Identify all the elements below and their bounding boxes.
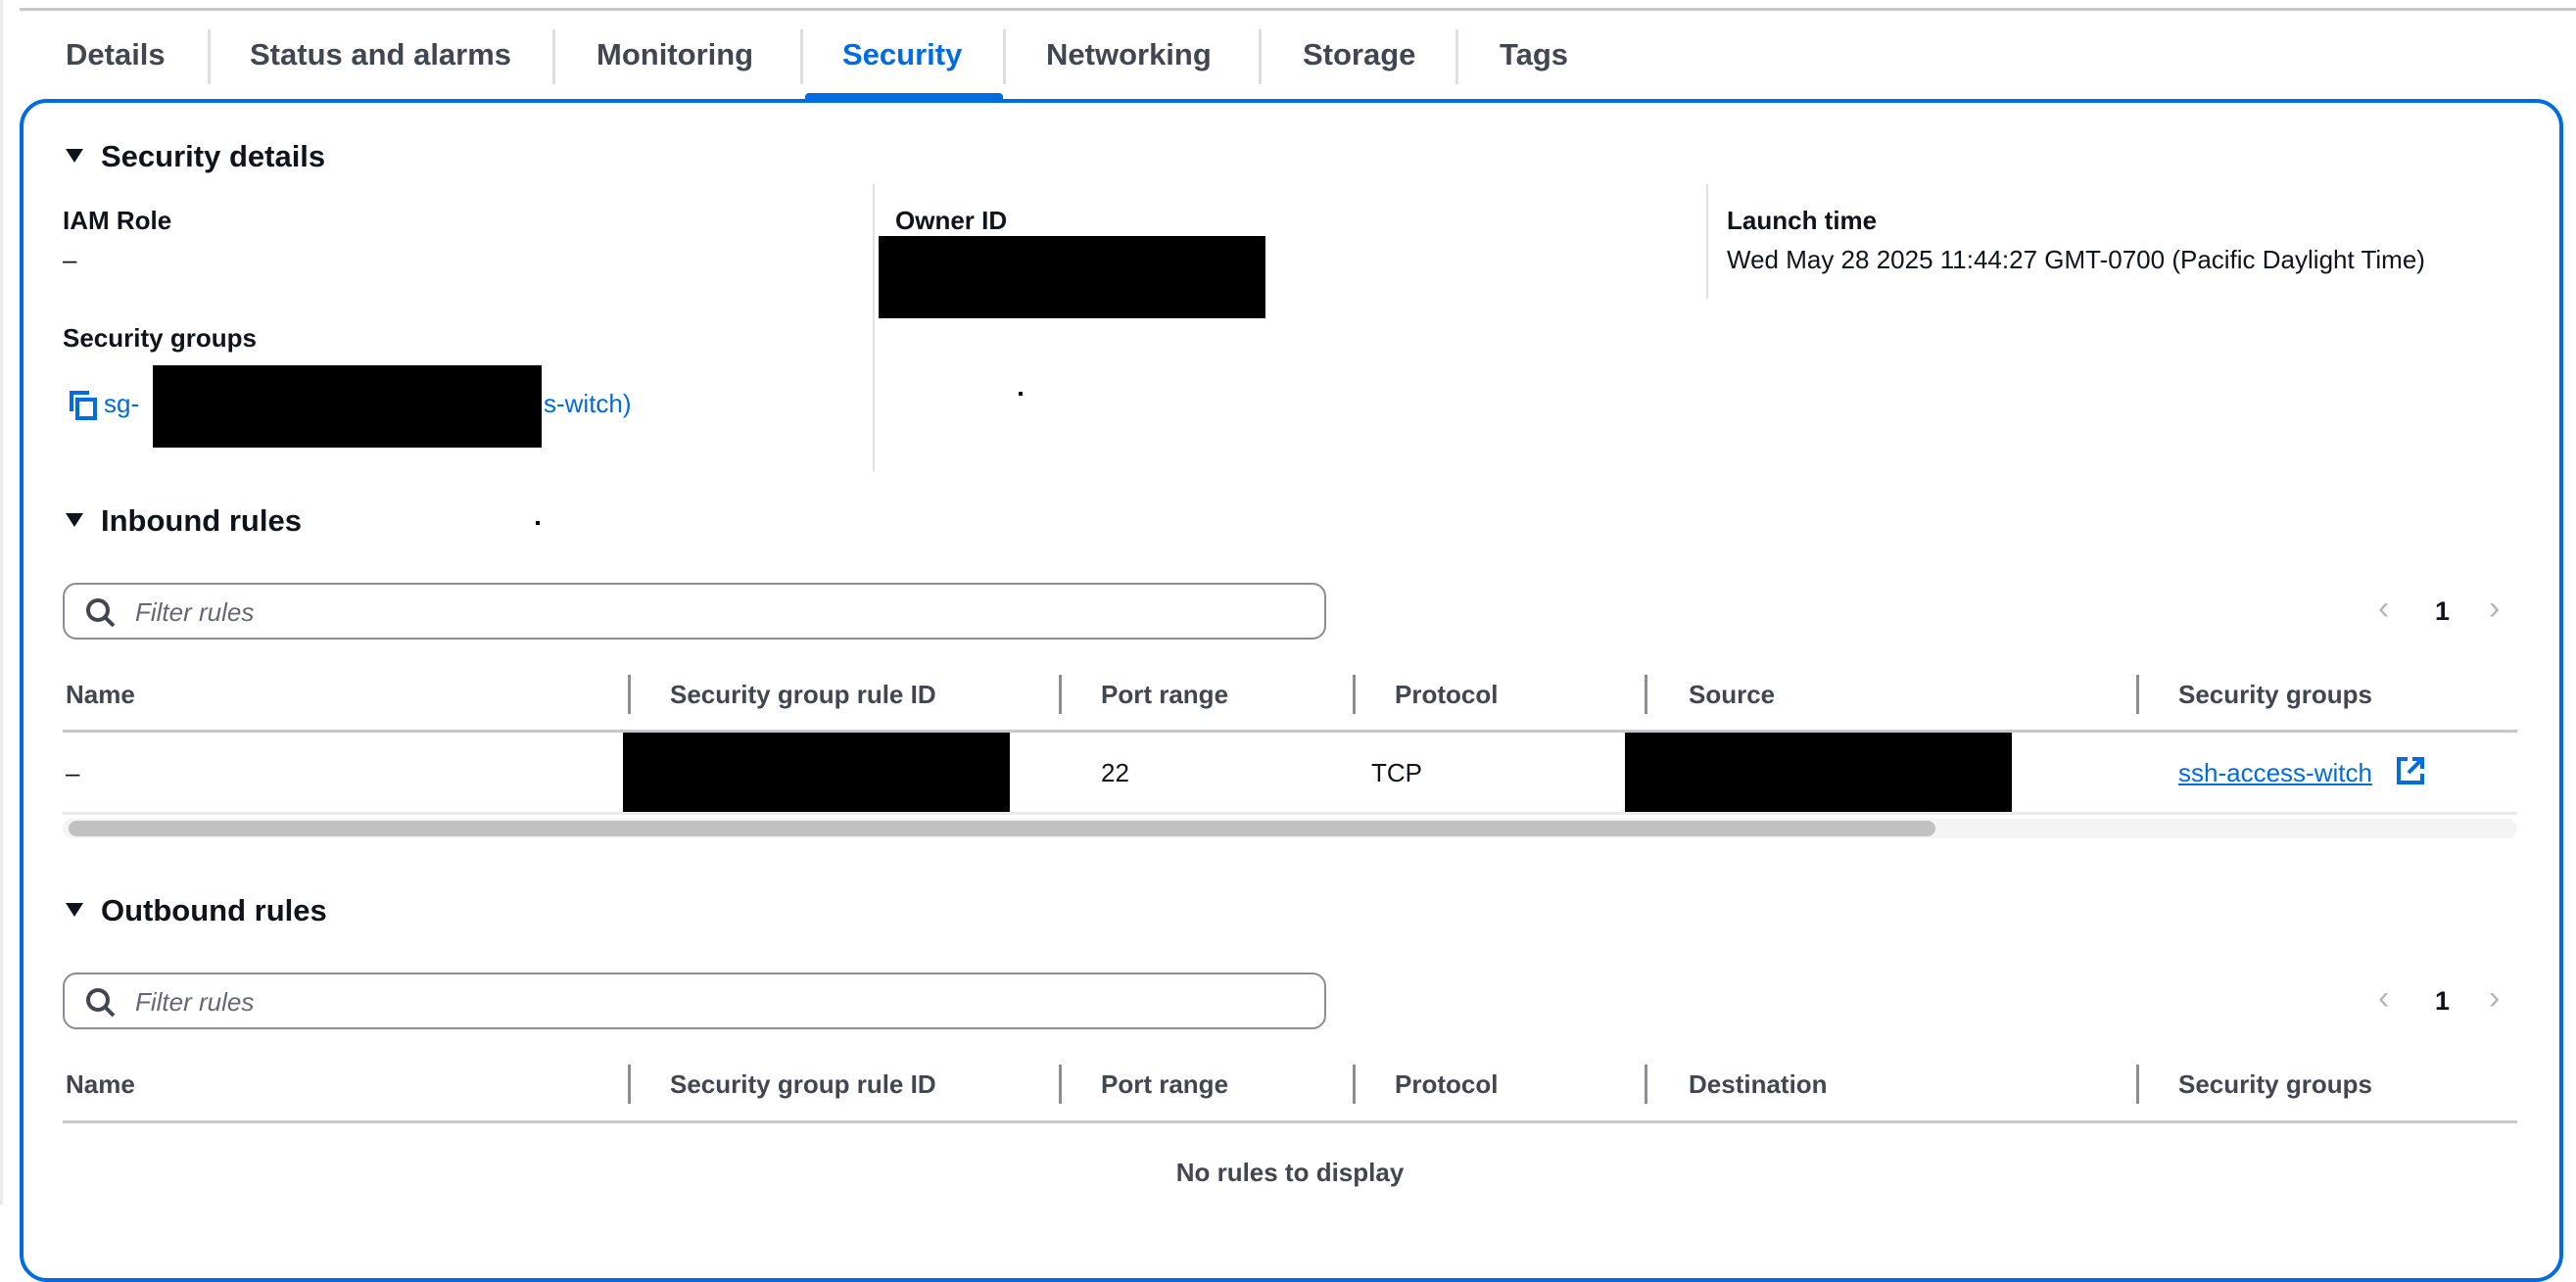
outbound-rules-header[interactable]: Outbound rules	[66, 893, 327, 928]
column-resizer[interactable]	[1059, 1065, 1062, 1104]
tab-details[interactable]: Details	[66, 37, 166, 71]
security-group-link[interactable]: ssh-access-witch	[2178, 758, 2372, 787]
column-header-name[interactable]: Name	[66, 680, 135, 709]
tab-networking[interactable]: Networking	[1046, 37, 1212, 71]
column-divider	[1706, 184, 1708, 299]
column-resizer[interactable]	[1059, 675, 1062, 714]
column-header-security-groups[interactable]: Security groups	[2178, 680, 2372, 709]
tab-divider	[1259, 29, 1262, 84]
stray-dot	[536, 521, 540, 525]
column-header-protocol[interactable]: Protocol	[1395, 680, 1499, 709]
filter-placeholder: Filter rules	[135, 597, 255, 627]
top-divider	[20, 8, 2576, 11]
owner-id-label: Owner ID	[895, 206, 1008, 235]
column-resizer[interactable]	[2136, 1065, 2139, 1104]
cell-name: –	[66, 758, 80, 787]
header-divider	[63, 730, 2517, 733]
inbound-rules-header[interactable]: Inbound rules	[66, 503, 302, 539]
column-header-rule-id[interactable]: Security group rule ID	[670, 1069, 936, 1099]
page-edge	[0, 0, 3, 1205]
tab-divider	[1003, 29, 1006, 84]
column-resizer[interactable]	[1353, 1065, 1356, 1104]
search-icon	[86, 988, 116, 1018]
column-resizer[interactable]	[1645, 675, 1647, 714]
column-header-protocol[interactable]: Protocol	[1395, 1069, 1499, 1099]
tab-security[interactable]: Security	[842, 37, 963, 71]
tab-status-and-alarms[interactable]: Status and alarms	[250, 37, 512, 71]
stray-dot	[1019, 392, 1023, 396]
previous-page-icon[interactable]: ‹	[2378, 590, 2390, 627]
column-header-name[interactable]: Name	[66, 1069, 135, 1099]
tab-monitoring[interactable]: Monitoring	[596, 37, 754, 71]
cell-protocol: TCP	[1371, 758, 1422, 787]
external-link-icon[interactable]	[2396, 756, 2425, 785]
column-header-rule-id[interactable]: Security group rule ID	[670, 680, 936, 709]
redacted-source	[1625, 733, 2012, 813]
security-group-prefix: sg-	[104, 389, 140, 418]
column-header-port-range[interactable]: Port range	[1101, 1069, 1229, 1099]
security-group-link[interactable]: sg-	[69, 389, 139, 421]
caret-down-icon	[66, 902, 83, 917]
active-tab-indicator	[805, 93, 1003, 101]
column-resizer[interactable]	[628, 675, 631, 714]
iam-role-label: IAM Role	[63, 206, 172, 235]
column-header-security-groups[interactable]: Security groups	[2178, 1069, 2372, 1099]
security-details-header[interactable]: Security details	[66, 139, 325, 174]
outbound-filter-input[interactable]: Filter rules	[63, 973, 1326, 1029]
tab-divider	[552, 29, 555, 84]
inbound-filter-input[interactable]: Filter rules	[63, 583, 1326, 640]
horizontal-scrollbar-thumb[interactable]	[69, 821, 1935, 836]
redacted-security-group-id	[153, 365, 542, 448]
column-resizer[interactable]	[1353, 675, 1356, 714]
section-title: Security details	[101, 139, 326, 173]
section-title: Inbound rules	[101, 503, 302, 538]
column-header-source[interactable]: Source	[1689, 680, 1776, 709]
column-resizer[interactable]	[1645, 1065, 1647, 1104]
row-divider	[63, 812, 2517, 815]
tab-tags[interactable]: Tags	[1500, 37, 1569, 71]
next-page-icon[interactable]: ›	[2489, 590, 2501, 627]
tab-divider	[208, 29, 211, 84]
launch-time-value: Wed May 28 2025 11:44:27 GMT-0700 (Pacif…	[1727, 245, 2425, 274]
cell-port-range: 22	[1101, 758, 1129, 787]
column-header-port-range[interactable]: Port range	[1101, 680, 1229, 709]
section-title: Outbound rules	[101, 893, 327, 927]
launch-time-label: Launch time	[1727, 206, 1878, 235]
caret-down-icon	[66, 512, 83, 527]
column-header-destination[interactable]: Destination	[1689, 1069, 1828, 1099]
empty-state-text: No rules to display	[1175, 1158, 1405, 1187]
filter-placeholder: Filter rules	[135, 987, 255, 1017]
previous-page-icon[interactable]: ‹	[2378, 979, 2390, 1017]
security-group-suffix[interactable]: s-witch)	[544, 389, 632, 418]
iam-role-value: –	[63, 245, 77, 274]
caret-down-icon	[66, 148, 83, 163]
page-number[interactable]: 1	[2435, 986, 2451, 1016]
header-divider	[63, 1120, 2517, 1123]
tab-divider	[1455, 29, 1458, 84]
page-number[interactable]: 1	[2435, 596, 2451, 626]
next-page-icon[interactable]: ›	[2489, 979, 2501, 1017]
column-resizer[interactable]	[628, 1065, 631, 1104]
security-groups-label: Security groups	[63, 323, 257, 353]
tab-storage[interactable]: Storage	[1303, 37, 1416, 71]
tab-divider	[800, 29, 803, 84]
search-icon	[86, 598, 116, 628]
copy-icon[interactable]	[69, 390, 98, 421]
redacted-rule-id	[623, 733, 1010, 813]
column-resizer[interactable]	[2136, 675, 2139, 714]
column-divider	[873, 184, 875, 471]
redacted-owner-id	[879, 236, 1265, 318]
